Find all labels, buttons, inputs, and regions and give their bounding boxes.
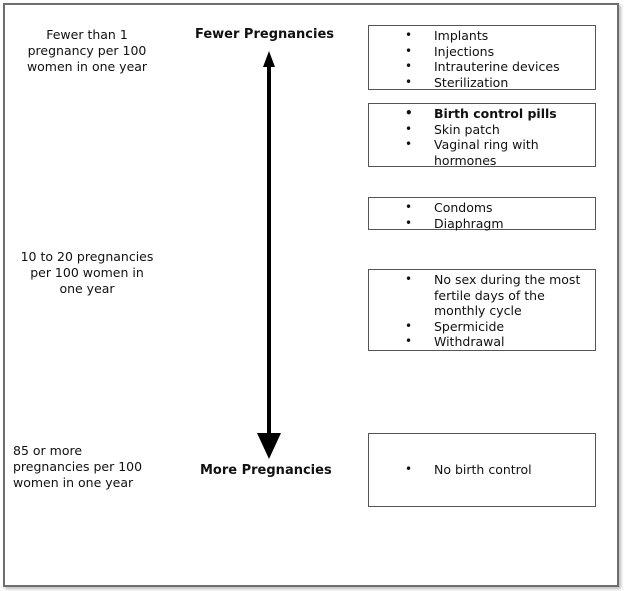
method-item: Birth control pills (369, 106, 591, 122)
method-item: Condoms (369, 200, 591, 216)
method-item: Sterilization (369, 75, 591, 91)
method-item: Withdrawal (369, 334, 591, 350)
method-box-barrier: Condoms Diaphragm (368, 197, 596, 232)
method-box-hormonal: Birth control pills Skin patch Vaginal r… (368, 103, 596, 168)
method-item: Injections (369, 44, 591, 60)
method-item: Diaphragm (369, 216, 591, 232)
method-item: Intrauterine devices (369, 59, 591, 75)
double-arrow-icon (257, 51, 281, 459)
diagram-frame: Fewer than 1 pregnancy per 100 women in … (3, 3, 619, 587)
heading-more-pregnancies: More Pregnancies (200, 463, 332, 478)
rate-label-top: Fewer than 1 pregnancy per 100 women in … (26, 27, 148, 74)
rate-label-bottom: 85 or more pregnancies per 100 women in … (13, 443, 143, 490)
method-box-none: No birth control (368, 433, 596, 507)
method-box-most-effective: Implants Injections Intrauterine devices… (368, 25, 596, 90)
method-item: Spermicide (369, 319, 591, 335)
method-item: No sex during the most fertile days of t… (369, 272, 591, 319)
method-item: No birth control (369, 462, 591, 478)
method-item: Implants (369, 28, 591, 44)
method-box-behavioral: No sex during the most fertile days of t… (368, 269, 596, 351)
rate-label-middle: 10 to 20 pregnancies per 100 women in on… (20, 249, 154, 296)
method-item: Skin patch (369, 122, 591, 138)
method-item: Vaginal ring with hormones (369, 137, 591, 168)
heading-fewer-pregnancies: Fewer Pregnancies (195, 27, 334, 42)
